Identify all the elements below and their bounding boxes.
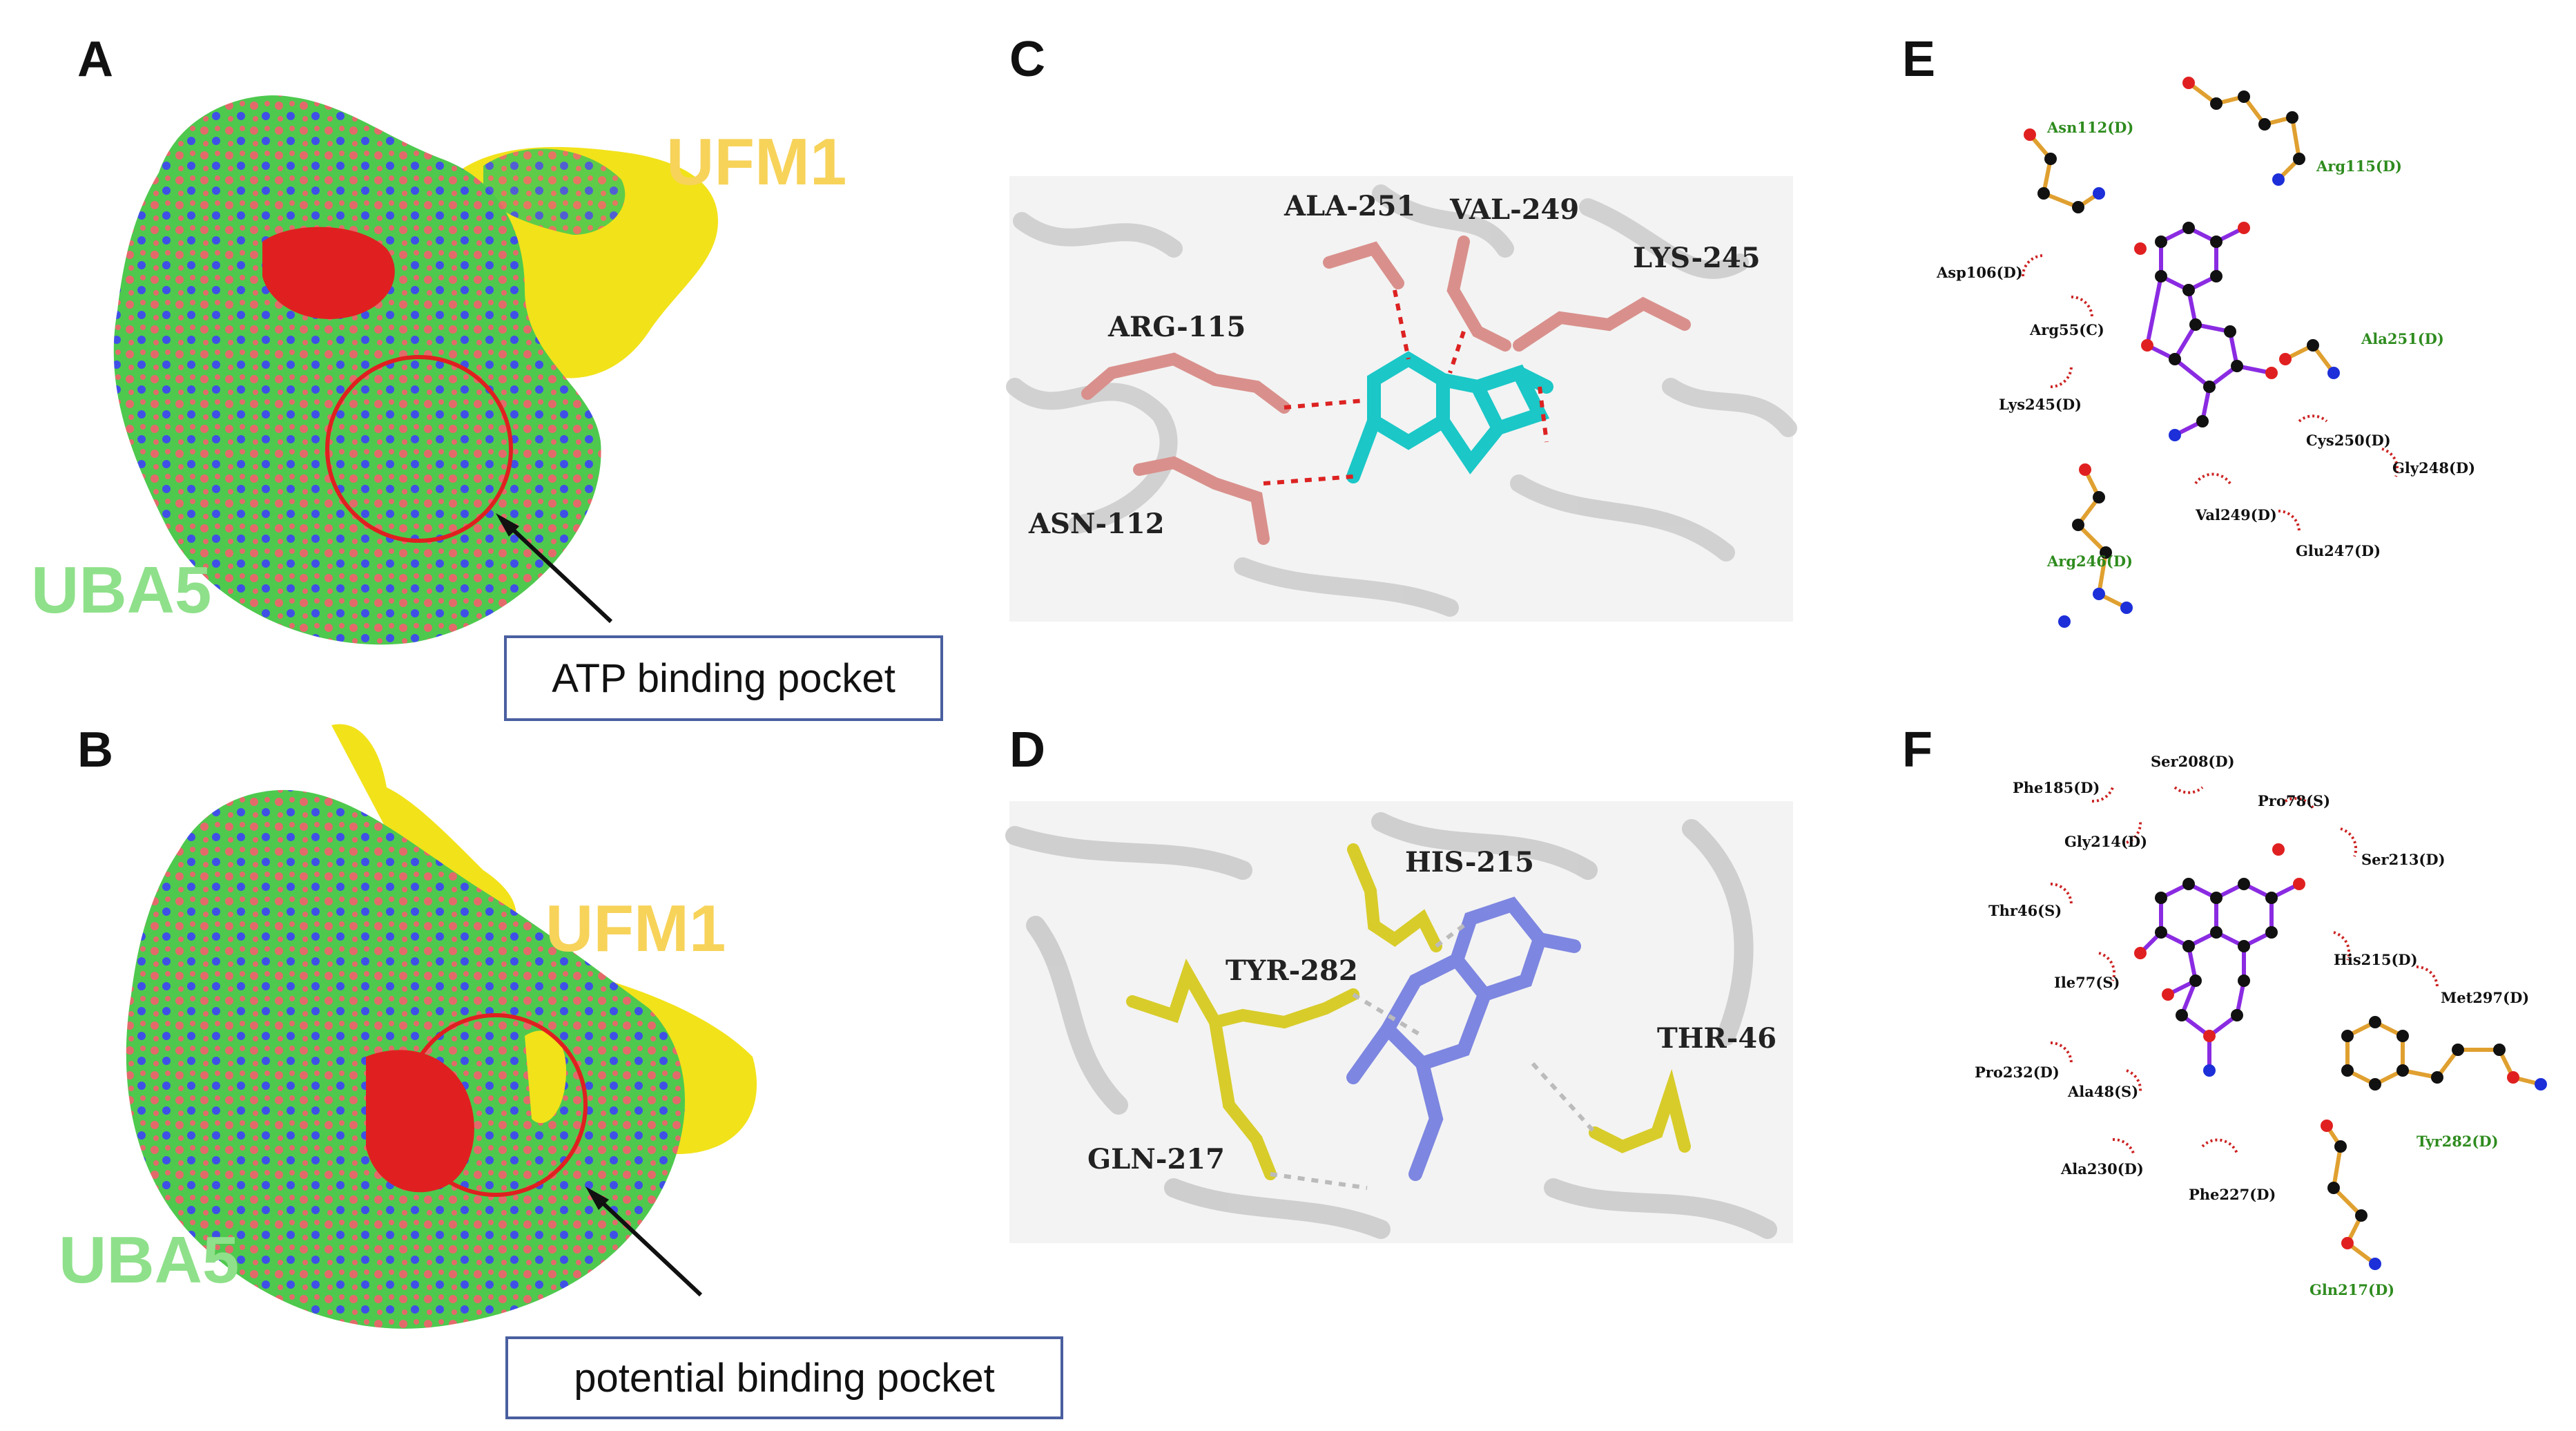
pocket-red-a (262, 227, 395, 319)
ufm1-label-b: UFM1 (545, 892, 726, 966)
arrow-b (588, 1189, 703, 1297)
lig-f-ile77: Ile77(S) (2054, 974, 2120, 991)
lig-f-gln217: Gln217(D) (2309, 1281, 2395, 1298)
lig-f-phe227: Phe227(D) (2189, 1186, 2276, 1203)
residue-thr46: THR-46 (1657, 1022, 1777, 1055)
panel-e-letter: E (1902, 32, 1936, 87)
pocket-red-b (366, 1050, 474, 1193)
residue-sticks-d (1126, 843, 1691, 1180)
atp-pocket-circle (325, 355, 513, 543)
lig-f-pro232: Pro232(D) (1975, 1064, 2060, 1081)
lig-e-asn112: Asn112(D) (2047, 119, 2134, 136)
panel-a-surface (113, 95, 718, 645)
lig-f-his215: His215(D) (2334, 951, 2418, 968)
lig-f-gly214: Gly214(D) (2064, 833, 2148, 850)
lig-f-ser208: Ser208(D) (2151, 753, 2235, 770)
residue-sticks-c (1081, 236, 1691, 545)
lig-e-val249: Val249(D) (2196, 506, 2277, 524)
uba5-label-b: UBA5 (59, 1223, 240, 1297)
lig-f-ser213: Ser213(D) (2361, 851, 2446, 868)
panel-b-surface (126, 724, 757, 1329)
ligand-d (1346, 896, 1581, 1181)
ufm1-label-a: UFM1 (666, 125, 847, 199)
panel-b-letter: B (77, 722, 113, 778)
hbonds-c (1263, 289, 1549, 486)
lig-f-thr46: Thr46(S) (1988, 902, 2062, 919)
lig-f-met297: Met297(D) (2441, 989, 2530, 1006)
lig-f-ala230: Ala230(D) (2061, 1160, 2144, 1178)
lig-f-ala48: Ala48(S) (2068, 1083, 2139, 1100)
lig-e-asp106: Asp106(D) (1937, 264, 2023, 281)
potential-pocket-circle (404, 1013, 588, 1197)
hbonds-d (1270, 923, 1597, 1190)
lig-e-arg55: Arg55(C) (2030, 321, 2104, 338)
residue-tyr282: TYR-282 (1226, 954, 1358, 987)
lig-e-cys250: Cys250(D) (2306, 432, 2391, 449)
ligand-f-bonds (2138, 881, 2301, 1070)
panel-a-letter: A (77, 32, 113, 87)
lig-f-tyr282: Tyr282(D) (2417, 1133, 2499, 1150)
hydrophobic-arcs-f (2050, 786, 2439, 1154)
lig-e-arg115: Arg115(D) (2316, 157, 2402, 175)
panel-f-letter: F (1902, 722, 1933, 778)
residue-his215: HIS-215 (1405, 846, 1534, 878)
panel-d-letter: D (1009, 722, 1045, 778)
uba5-surface (113, 95, 601, 645)
lig-e-lys245: Lys245(D) (1999, 396, 2082, 413)
lig-f-pro78: Pro78(S) (2258, 792, 2331, 809)
lig-e-arg246: Arg246(D) (2047, 553, 2133, 570)
residue-val249: VAL-249 (1450, 193, 1580, 226)
uba5-label-a: UBA5 (31, 553, 212, 627)
arrow-a (498, 516, 613, 624)
panel-c-letter: C (1009, 32, 1045, 87)
residue-lys245: LYS-245 (1633, 242, 1761, 274)
lig-e-gly248: Gly248(D) (2392, 459, 2476, 477)
hydrophobic-arcs-e (2022, 254, 2399, 532)
potential-binding-pocket-callout: potential binding pocket (505, 1336, 1063, 1419)
residue-ala251: ALA-251 (1284, 190, 1416, 222)
lig-e-ala251: Ala251(D) (2361, 330, 2444, 347)
atp-binding-pocket-callout: ATP binding pocket (504, 635, 943, 721)
lig-e-glu247: Glu247(D) (2296, 542, 2381, 559)
residue-gln217: GLN-217 (1087, 1143, 1225, 1175)
residue-arg115: ARG-115 (1108, 311, 1246, 343)
residue-asn112: ASN-112 (1029, 508, 1165, 540)
lig-f-phe185: Phe185(D) (2013, 779, 2100, 796)
